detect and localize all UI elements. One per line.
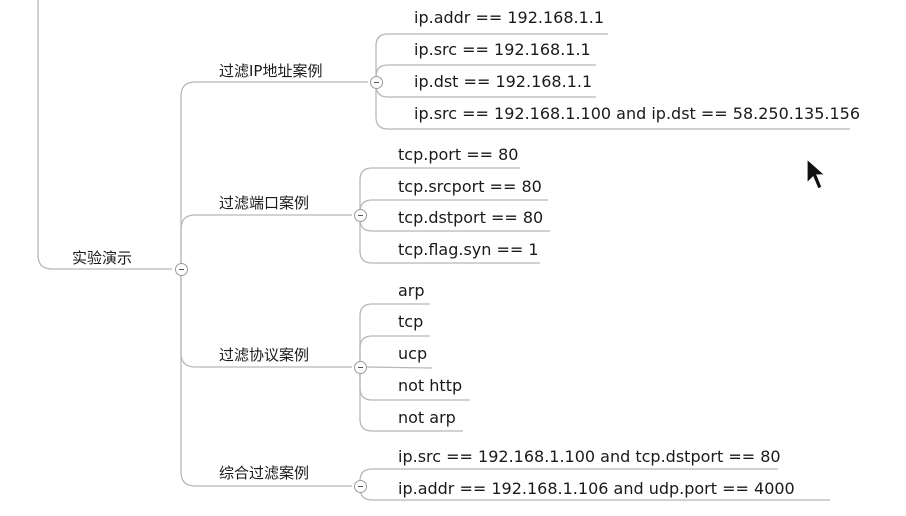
connector-line — [359, 167, 520, 209]
category-node-label[interactable]: 过滤IP地址案例 — [219, 62, 323, 80]
filter-expression-node[interactable]: tcp.srcport == 80 — [398, 177, 542, 196]
filter-expression-node[interactable]: ip.src == 192.168.1.100 and tcp.dstport … — [398, 447, 781, 466]
filter-expression-node[interactable]: ip.addr == 192.168.1.106 and udp.port ==… — [398, 479, 795, 498]
category-node-label[interactable]: 过滤协议案例 — [219, 346, 310, 364]
connector-line — [359, 303, 430, 361]
connector-line — [180, 214, 352, 263]
filter-expression-node[interactable]: ip.src == 192.168.1.100 and ip.dst == 58… — [414, 104, 861, 123]
connector-line — [359, 221, 540, 264]
filter-expression-node[interactable]: not http — [398, 376, 463, 395]
filter-expression-node[interactable]: ucp — [398, 344, 428, 363]
connector-line — [359, 335, 430, 361]
category-node-label[interactable]: 综合过滤案例 — [219, 464, 310, 482]
collapse-toggle-icon[interactable] — [353, 479, 367, 493]
collapse-toggle-icon[interactable] — [174, 262, 188, 276]
connector-line — [375, 88, 850, 130]
connector-line — [180, 81, 368, 263]
collapse-toggle-icon[interactable] — [369, 75, 383, 89]
filter-expression-node[interactable]: tcp.port == 80 — [398, 145, 519, 164]
connector-line — [365, 366, 433, 369]
filter-expression-node[interactable]: tcp.flag.syn == 1 — [398, 240, 539, 259]
filter-expression-node[interactable]: ip.src == 192.168.1.1 — [414, 40, 591, 59]
filter-expression-node[interactable]: not arp — [398, 408, 456, 427]
connector-line — [37, 0, 172, 270]
root-node-label[interactable]: 实验演示 — [72, 249, 133, 267]
connector-line — [180, 275, 352, 487]
filter-expression-node[interactable]: ip.dst == 192.168.1.1 — [414, 72, 593, 91]
connector-line — [359, 373, 463, 432]
collapse-toggle-icon[interactable] — [353, 208, 367, 222]
filter-expression-node[interactable]: ip.addr == 192.168.1.1 — [414, 8, 605, 27]
filter-expression-node[interactable]: tcp.dstport == 80 — [398, 208, 544, 227]
connector-line — [375, 33, 608, 76]
collapse-toggle-icon[interactable] — [353, 360, 367, 374]
filter-expression-node[interactable]: tcp — [398, 312, 424, 331]
filter-expression-node[interactable]: arp — [398, 281, 425, 300]
category-node-label[interactable]: 过滤端口案例 — [219, 194, 310, 212]
mouse-pointer-icon — [806, 158, 827, 190]
